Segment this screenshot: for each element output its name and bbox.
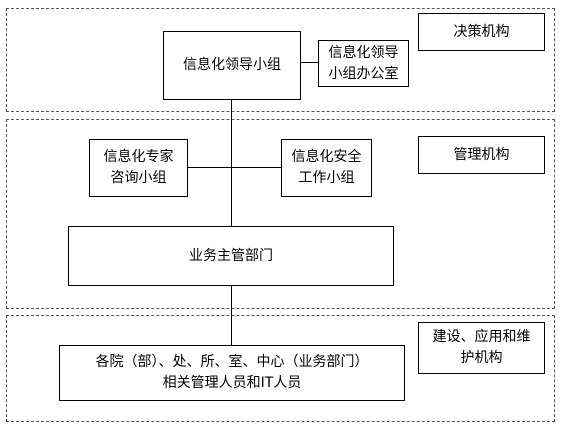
connector-leadership-to-office xyxy=(300,62,318,63)
implementation-tier xyxy=(6,315,555,422)
connector-expert-to-trunk xyxy=(188,167,231,168)
departments-staff-node: 各院（部）、处、所、室、中心（业务部门） 相关管理人员和IT人员 xyxy=(59,345,405,401)
decision-tier xyxy=(6,8,555,112)
leadership-group-node: 信息化领导小组 xyxy=(163,31,301,100)
management-tier xyxy=(6,119,555,309)
expert-group-node: 信息化专家 咨询小组 xyxy=(89,139,188,197)
connector-leadership-to-business xyxy=(231,99,232,226)
connector-security-to-trunk xyxy=(232,167,281,168)
tier-label-management: 管理机构 xyxy=(418,136,545,174)
connector-business-to-departments xyxy=(231,285,232,345)
tier-label-implementation: 建设、应用和维 护机构 xyxy=(418,322,545,374)
business-dept-node: 业务主管部门 xyxy=(68,226,394,286)
security-group-node: 信息化安全 工作小组 xyxy=(281,139,372,197)
tier-label-decision: 决策机构 xyxy=(418,13,545,51)
leadership-office-node: 信息化领导 小组办公室 xyxy=(318,40,409,87)
